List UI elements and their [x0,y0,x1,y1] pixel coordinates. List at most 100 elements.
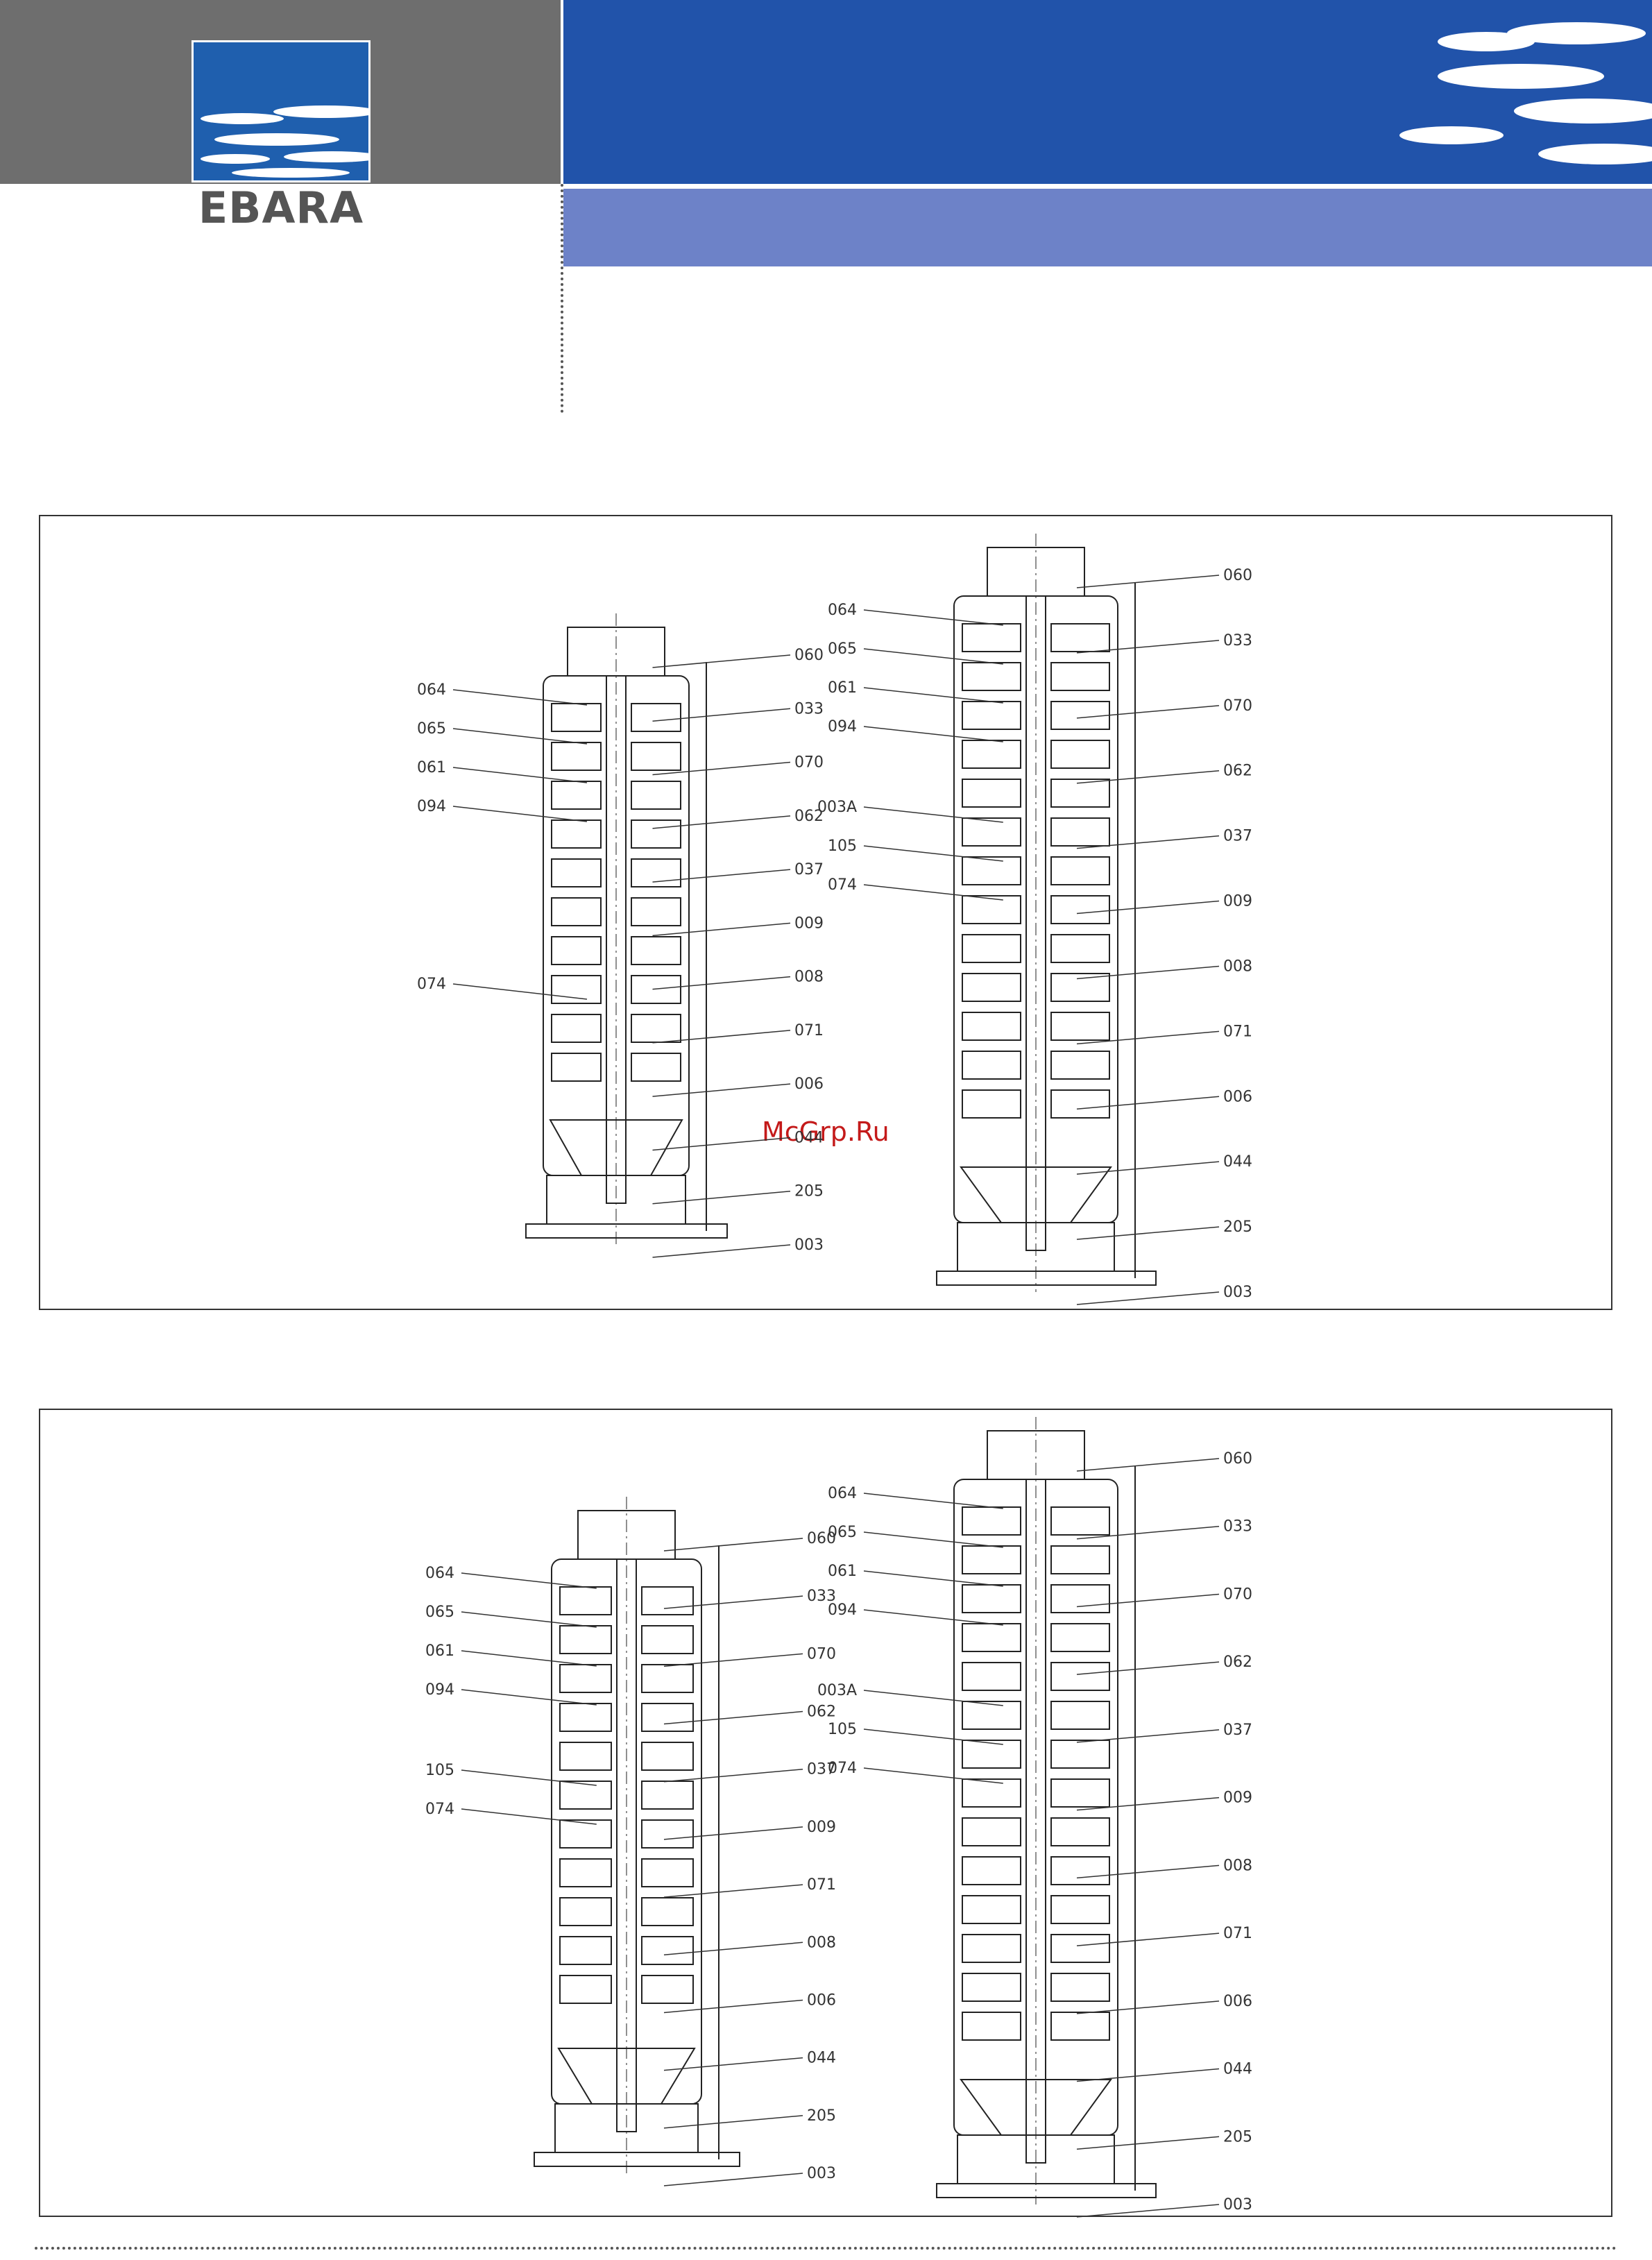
impeller-stage [962,1662,1110,1691]
impeller-stage [559,1664,694,1693]
leader-line [652,708,791,722]
impeller-stage [962,1089,1110,1119]
motor-bracket-base [936,2183,1157,2198]
leader-line [863,726,1003,742]
impeller-stage [962,856,1110,885]
leader-line [663,1653,803,1667]
leader-line [663,2173,803,2186]
leader-line [863,609,1003,626]
impeller-stage [559,1819,694,1849]
impeller-stage [962,779,1110,808]
part-number-label: 033 [794,700,824,717]
part-number-label: 070 [1223,1586,1252,1603]
part-number-label: 105 [828,838,857,855]
leader-line [1076,1796,1220,1811]
part-number-label: 060 [1223,567,1252,584]
part-number-label: 065 [425,1604,454,1621]
part-number-label: 070 [1223,697,1252,715]
part-number-label: 061 [425,1642,454,1660]
pump-section-1: 0640650610940740600330700620370090080710… [417,613,824,1258]
impeller-stage [962,1506,1110,1536]
leader-line [863,1690,1003,1706]
leader-line [461,1572,597,1589]
pump-section-1: 0640650610941050740600330700620370090710… [425,1497,836,2186]
part-number-label: 037 [1223,828,1252,845]
leader-line [863,1767,1003,1784]
motor-bracket [554,2103,699,2153]
impeller-stage [551,742,681,771]
header-lavender-band [563,189,1652,266]
footer-dotted-divider [35,2247,1617,2250]
leader-line [663,1538,803,1552]
impeller-stage [962,1623,1110,1652]
part-number-label: 037 [794,861,824,878]
leader-line [1076,1161,1220,1175]
part-number-label: 044 [794,1129,824,1146]
part-number-label: 008 [1223,1857,1252,1874]
part-number-label: 037 [807,1761,836,1778]
leader-line [652,1083,791,1097]
part-number-label: 008 [807,1934,836,1951]
leader-line [1076,1864,1220,1879]
leader-line [1076,770,1220,784]
leader-line [452,806,588,822]
leader-line [663,1768,803,1783]
part-number-label: 044 [1223,1153,1252,1171]
leader-line [652,869,791,883]
impeller-stage [962,1856,1110,1885]
part-number-label: 064 [828,1485,857,1502]
part-number-label: 094 [828,718,857,736]
part-number-label: 071 [794,1022,824,1039]
leader-line [863,648,1003,665]
part-number-label: 205 [1223,1218,1252,1236]
part-number-label: 060 [1223,1450,1252,1468]
part-number-label: 003A [817,1682,857,1699]
impeller-stage [551,858,681,887]
header-blue-band [563,0,1652,184]
leader-line [1076,1226,1220,1240]
part-number-label: 065 [417,720,446,738]
leader-line [863,845,1003,862]
impeller-stage [559,1703,694,1732]
impeller-stage [559,1742,694,1771]
impeller-stage [962,1701,1110,1730]
leader-line [652,654,791,668]
part-number-label: 003 [794,1237,824,1254]
logo-mark [191,40,371,182]
part-number-label: 074 [828,876,857,894]
motor-bracket-base [534,2152,740,2167]
leader-line [663,1595,803,1609]
leader-line [1076,900,1220,915]
leader-line [652,1137,791,1151]
leader-line [452,728,588,745]
pump-section-2: 064065061094003A105074060033070062037009… [817,534,1252,1305]
leader-line [1076,1593,1220,1608]
leader-line [663,1942,803,1956]
impeller-stage [551,1053,681,1082]
part-number-label: 071 [807,1876,836,1894]
leader-line [652,815,791,829]
leader-line [1076,575,1220,588]
part-number-label: 037 [1223,1722,1252,1739]
impeller-stage [962,1740,1110,1769]
impeller-stage [962,1934,1110,1963]
part-number-label: 003A [817,799,857,816]
impeller-stage [962,1012,1110,1041]
leader-line [1076,640,1220,654]
watermark-text: McGrp.Ru [762,1116,889,1147]
part-number-label: 003 [807,2165,836,2182]
part-number-label: 065 [828,640,857,658]
part-number-label: 070 [794,754,824,772]
impeller-stage [962,895,1110,924]
impeller-stage [551,897,681,926]
ebara-logo: EBARA [191,40,371,230]
part-number-label: 105 [828,1721,857,1738]
leader-line [863,687,1003,704]
part-number-label: 006 [794,1076,824,1093]
leader-line [452,689,588,706]
part-number-label: 060 [807,1530,836,1547]
part-number-label: 094 [828,1601,857,1619]
leader-line [663,1710,803,1725]
leader-line [461,1689,597,1706]
